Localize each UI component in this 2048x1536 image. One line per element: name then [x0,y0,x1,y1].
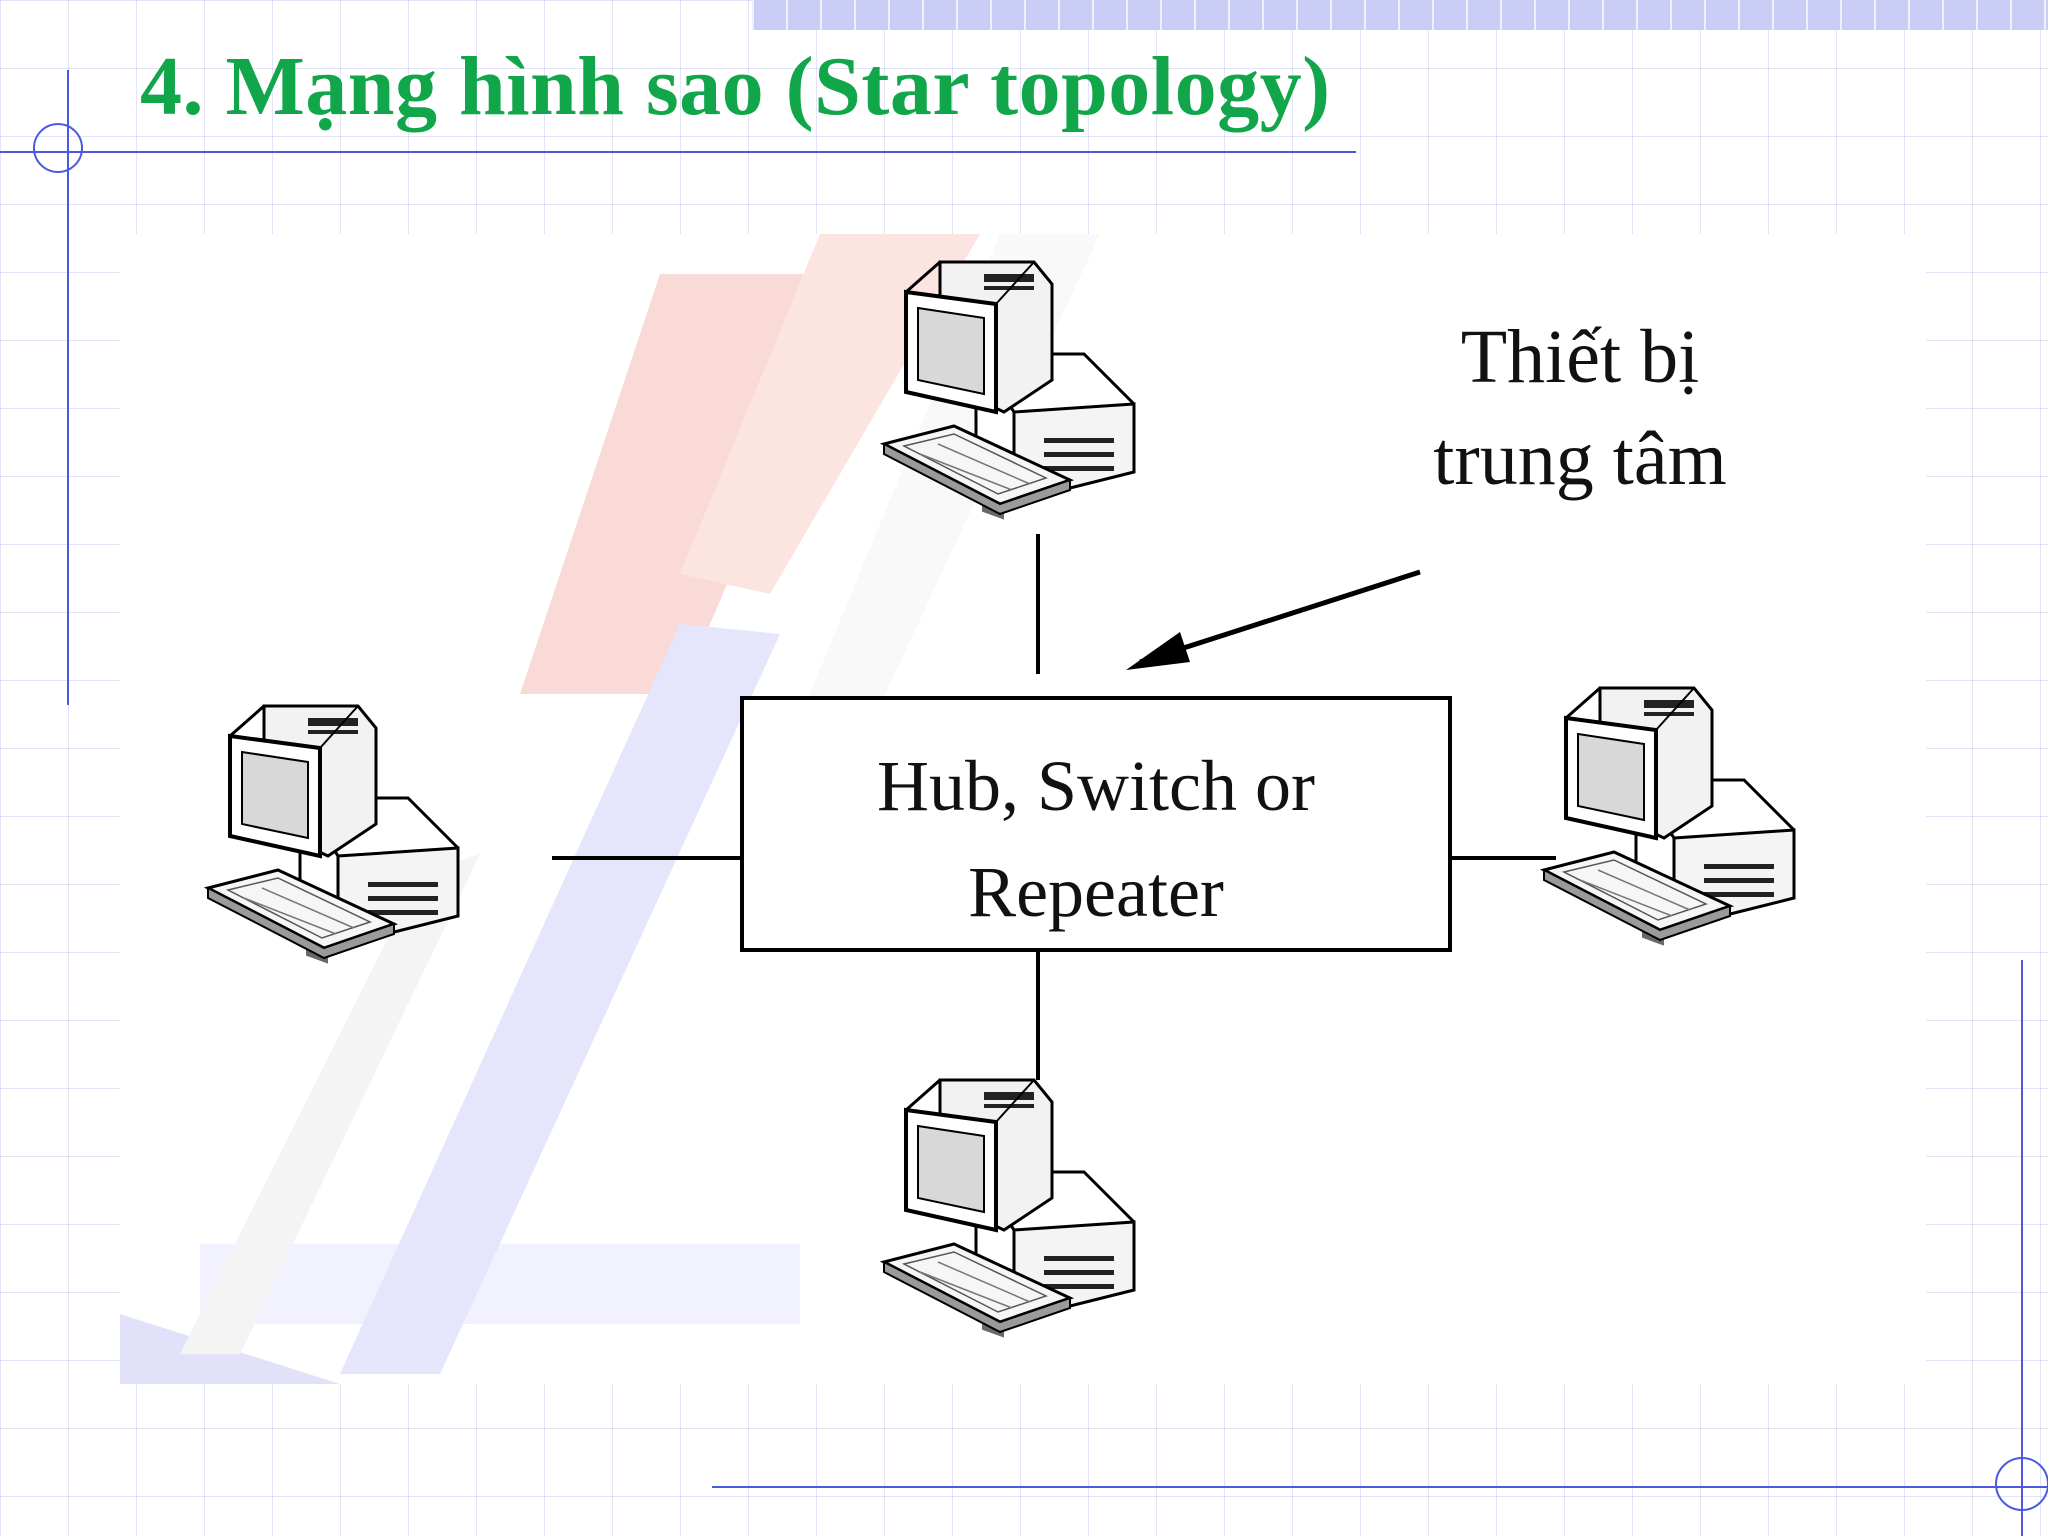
callout-arrow [1126,569,1421,670]
central-device-label-line-1: Hub, Switch or [877,746,1315,826]
slide-title: 4. Mạng hình sao (Star topology) [140,40,1331,133]
bottom-right-ring [1995,1457,2048,1511]
callout-label-line-1: Thiết bị [1461,315,1700,399]
top-left-ring [33,123,83,173]
central-device-label-line-2: Repeater [968,852,1224,932]
header-band-grid [752,0,2048,30]
central-device-box [740,696,1452,952]
star-topology-figure: Hub, Switch or Repeater Thiết bị trung t… [120,234,1926,1384]
callout-label-line-2: trung tâm [1433,417,1726,501]
